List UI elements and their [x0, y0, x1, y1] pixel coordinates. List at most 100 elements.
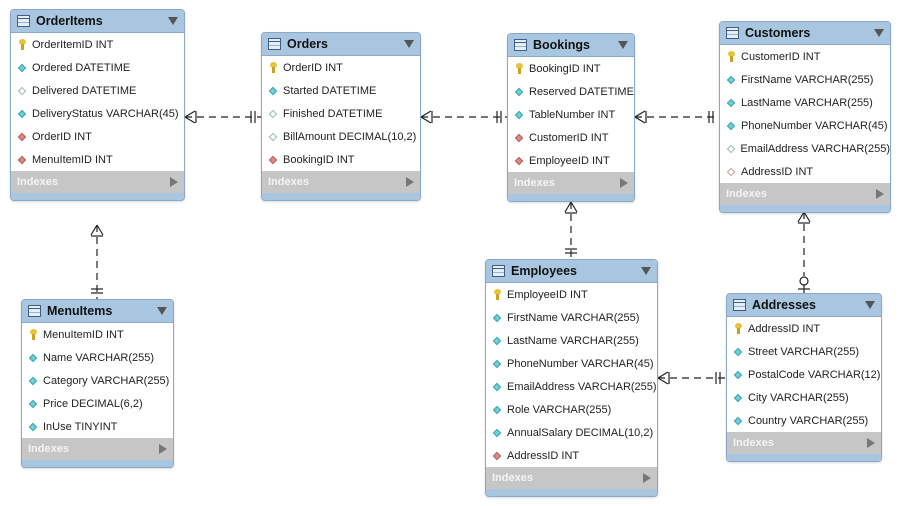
entity-header[interactable]: Orders [262, 33, 420, 56]
column-label: CustomerID INT [529, 131, 609, 144]
entity-header[interactable]: Employees [486, 260, 657, 283]
entity-title: Bookings [533, 38, 590, 52]
column-row[interactable]: PhoneNumber VARCHAR(45) [486, 352, 657, 375]
column-icon [513, 87, 525, 96]
column-row[interactable]: Role VARCHAR(255) [486, 398, 657, 421]
column-row[interactable]: FirstName VARCHAR(255) [486, 306, 657, 329]
column-row[interactable]: OrderID INT [262, 56, 420, 79]
collapse-triangle-icon[interactable] [618, 41, 628, 49]
column-row[interactable]: AddressID INT [486, 444, 657, 467]
column-icon [16, 155, 28, 164]
column-row[interactable]: EmailAddress VARCHAR(255) [720, 137, 890, 160]
indexes-section[interactable]: Indexes [508, 172, 634, 194]
expand-triangle-icon[interactable] [643, 473, 651, 483]
column-row[interactable]: EmailAddress VARCHAR(255) [486, 375, 657, 398]
entity-header[interactable]: Bookings [508, 34, 634, 57]
table-icon [514, 39, 527, 51]
collapse-triangle-icon[interactable] [865, 301, 875, 309]
column-icon [491, 405, 503, 414]
expand-triangle-icon[interactable] [170, 177, 178, 187]
column-row[interactable]: Reserved DATETIME [508, 80, 634, 103]
column-row[interactable]: Delivered DATETIME [11, 79, 184, 102]
expand-triangle-icon[interactable] [867, 438, 875, 448]
collapse-triangle-icon[interactable] [874, 29, 884, 37]
column-row[interactable]: TableNumber INT [508, 103, 634, 126]
expand-triangle-icon[interactable] [159, 444, 167, 454]
column-row[interactable]: CustomerID INT [720, 45, 890, 68]
entity-header[interactable]: Customers [720, 22, 890, 45]
column-row[interactable]: MenuItemID INT [22, 323, 173, 346]
column-row[interactable]: MenuItemID INT [11, 148, 184, 171]
entity-menuitems[interactable]: MenuItems MenuItemID INT Name VARCHAR(255… [21, 299, 174, 468]
column-row[interactable]: Price DECIMAL(6,2) [22, 392, 173, 415]
indexes-section[interactable]: Indexes [11, 171, 184, 193]
column-row[interactable]: OrderID INT [11, 125, 184, 148]
column-row[interactable]: PostalCode VARCHAR(12) [727, 363, 881, 386]
indexes-section[interactable]: Indexes [720, 183, 890, 205]
collapse-triangle-icon[interactable] [641, 267, 651, 275]
column-row[interactable]: DeliveryStatus VARCHAR(45) [11, 102, 184, 125]
indexes-section[interactable]: Indexes [262, 171, 420, 193]
column-icon [267, 155, 279, 164]
column-row[interactable]: AnnualSalary DECIMAL(10,2) [486, 421, 657, 444]
column-row[interactable]: BookingID INT [262, 148, 420, 171]
collapse-triangle-icon[interactable] [404, 40, 414, 48]
column-row[interactable]: EmployeeID INT [486, 283, 657, 306]
collapse-triangle-icon[interactable] [168, 17, 178, 25]
column-row[interactable]: PhoneNumber VARCHAR(45) [720, 114, 890, 137]
indexes-label: Indexes [726, 188, 767, 200]
indexes-section[interactable]: Indexes [22, 438, 173, 460]
relation-employees-addresses [657, 371, 726, 385]
entity-title: Customers [745, 26, 811, 40]
column-icon [725, 98, 737, 107]
column-row[interactable]: AddressID INT [720, 160, 890, 183]
column-row[interactable]: EmployeeID INT [508, 149, 634, 172]
indexes-section[interactable]: Indexes [727, 432, 881, 454]
column-diamond-icon [733, 370, 743, 379]
column-label: PostalCode VARCHAR(12) [748, 368, 881, 381]
column-row[interactable]: BillAmount DECIMAL(10,2) [262, 125, 420, 148]
column-row[interactable]: AddressID INT [727, 317, 881, 340]
column-row[interactable]: Street VARCHAR(255) [727, 340, 881, 363]
column-label: Name VARCHAR(255) [43, 351, 155, 364]
column-row[interactable]: FirstName VARCHAR(255) [720, 68, 890, 91]
column-row[interactable]: Ordered DATETIME [11, 56, 184, 79]
column-row[interactable]: Name VARCHAR(255) [22, 346, 173, 369]
expand-triangle-icon[interactable] [876, 189, 884, 199]
column-row[interactable]: BookingID INT [508, 57, 634, 80]
column-label: MenuItemID INT [32, 153, 113, 166]
entity-header[interactable]: Addresses [727, 294, 881, 317]
column-icon [513, 63, 525, 74]
relation-customers-addresses [797, 211, 811, 293]
column-row[interactable]: Finished DATETIME [262, 102, 420, 125]
column-row[interactable]: CustomerID INT [508, 126, 634, 149]
collapse-triangle-icon[interactable] [157, 307, 167, 315]
indexes-label: Indexes [268, 176, 309, 188]
entity-footer [508, 194, 634, 201]
column-row[interactable]: OrderItemID INT [11, 33, 184, 56]
column-row[interactable]: Country VARCHAR(255) [727, 409, 881, 432]
entity-title: OrderItems [36, 14, 103, 28]
column-icon [732, 393, 744, 402]
expand-triangle-icon[interactable] [406, 177, 414, 187]
column-icon [491, 451, 503, 460]
expand-triangle-icon[interactable] [620, 178, 628, 188]
column-row[interactable]: City VARCHAR(255) [727, 386, 881, 409]
column-row[interactable]: LastName VARCHAR(255) [486, 329, 657, 352]
column-row[interactable]: InUse TINYINT [22, 415, 173, 438]
entity-title: MenuItems [47, 304, 113, 318]
nullable-column-diamond-icon [17, 86, 27, 95]
entity-header[interactable]: MenuItems [22, 300, 173, 323]
indexes-section[interactable]: Indexes [486, 467, 657, 489]
column-icon [491, 289, 503, 300]
column-row[interactable]: Category VARCHAR(255) [22, 369, 173, 392]
entity-header[interactable]: OrderItems [11, 10, 184, 33]
column-row[interactable]: Started DATETIME [262, 79, 420, 102]
column-row[interactable]: LastName VARCHAR(255) [720, 91, 890, 114]
